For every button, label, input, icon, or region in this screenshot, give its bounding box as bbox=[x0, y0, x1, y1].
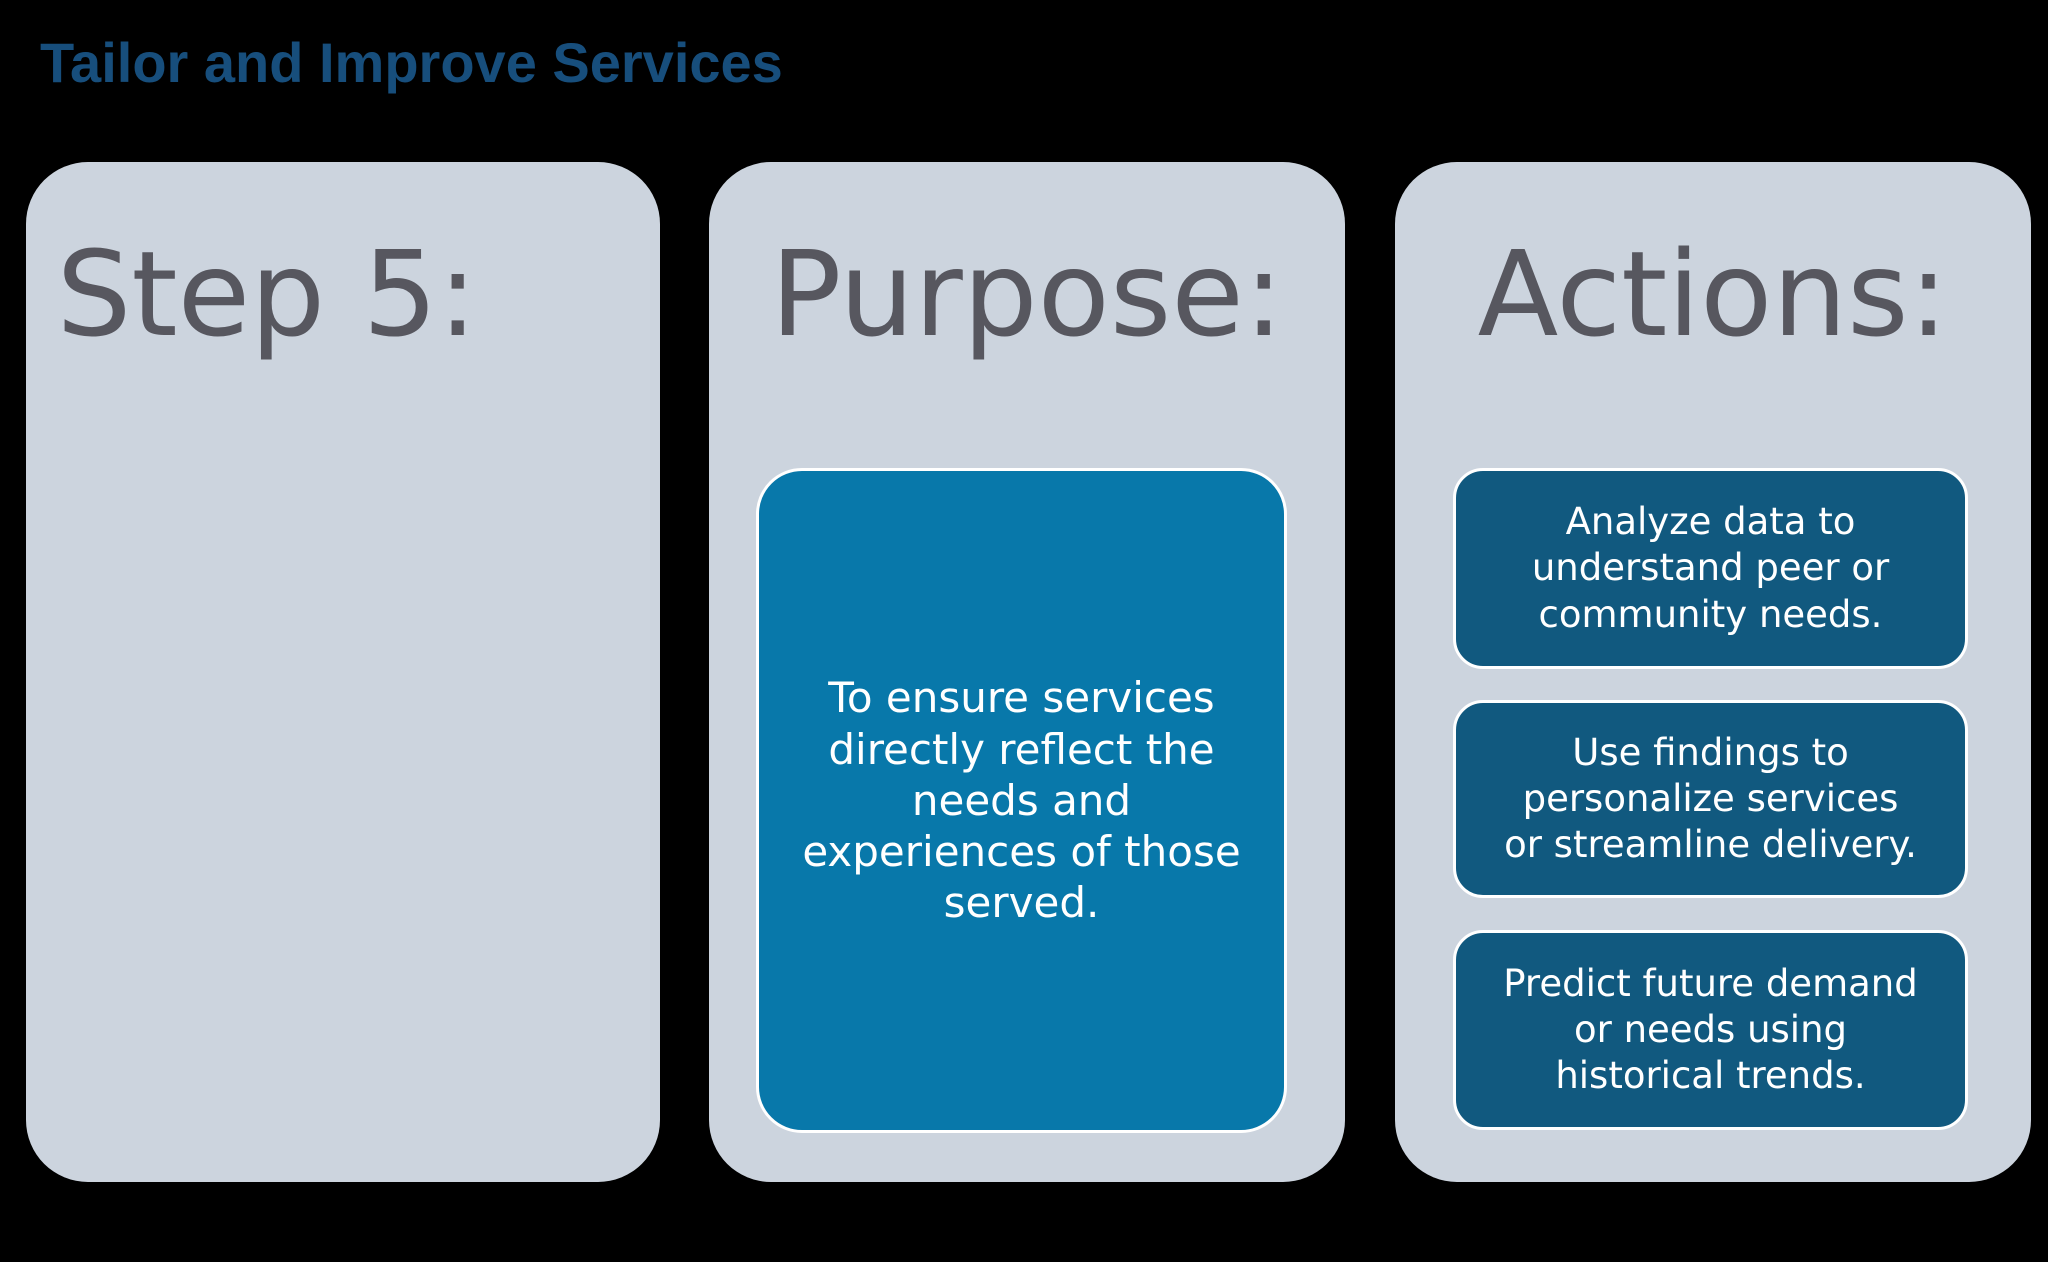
purpose-card-header: Purpose: bbox=[770, 225, 1284, 363]
step-card-header: Step 5: bbox=[56, 225, 478, 363]
step-card: Step 5: bbox=[26, 162, 660, 1182]
slide-title: Tailor and Improve Services bbox=[40, 31, 783, 94]
actions-card-header: Actions: bbox=[1477, 225, 1949, 363]
